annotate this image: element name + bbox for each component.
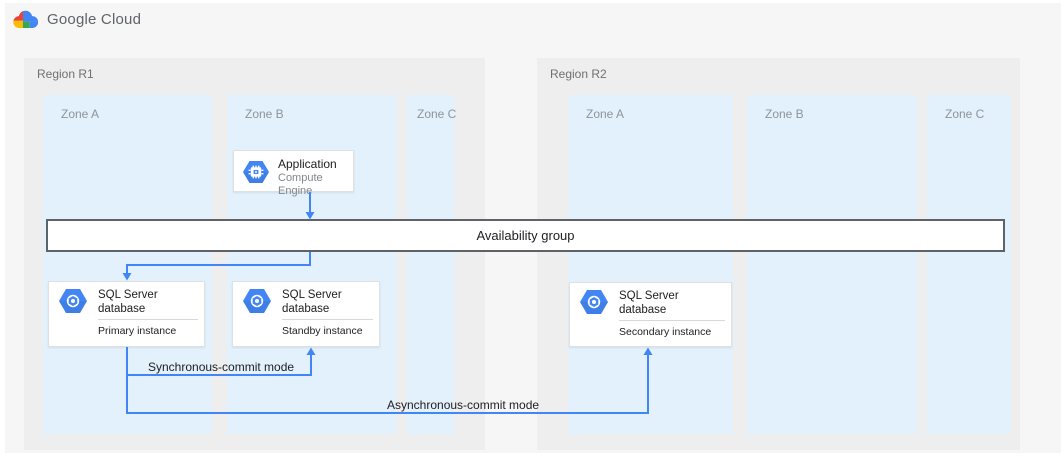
zone-r2-b: Zone B: [747, 95, 917, 434]
divider: [619, 320, 725, 321]
zone-r1-b-label: Zone B: [245, 107, 284, 121]
application-subtitle: Compute Engine: [278, 172, 323, 197]
secondary-db-title: SQL Server database: [619, 290, 679, 316]
zone-r2-a-label: Zone A: [586, 107, 625, 121]
zone-r2-c-label: Zone C: [945, 107, 985, 121]
google-cloud-logo-icon: [13, 10, 39, 28]
zone-r1-a: Zone A: [43, 95, 212, 434]
primary-db-subtitle: Primary instance: [98, 325, 177, 337]
sync-commit-label: Synchronous-commit mode: [148, 360, 295, 374]
zone-r1-c-label: Zone C: [417, 107, 457, 121]
region-r2-label: Region R2: [550, 67, 607, 81]
application-node: Application Compute Engine: [233, 150, 354, 197]
primary-db-title: SQL Server database: [98, 289, 158, 315]
zone-r1-b: Zone B: [227, 95, 396, 434]
divider: [282, 319, 373, 320]
zone-r1-a-label: Zone A: [61, 107, 100, 121]
cloud-sql-icon: [243, 289, 271, 313]
region-r1-label: Region R1: [37, 67, 94, 81]
zone-r2-a: Zone A: [568, 95, 733, 434]
standby-db-subtitle: Standby instance: [282, 325, 363, 337]
zone-r2-c: Zone C: [927, 95, 1011, 434]
availability-group-label: Availability group: [476, 228, 575, 243]
cloud-sql-icon: [580, 290, 608, 314]
primary-db-node: SQL Server database Primary instance: [48, 281, 205, 347]
divider: [98, 319, 198, 320]
standby-db-title: SQL Server database: [282, 289, 342, 315]
brand-name: Google Cloud: [47, 11, 142, 28]
availability-group-bar: Availability group: [46, 219, 1005, 252]
cloud-sql-icon: [59, 289, 87, 313]
region-r1: Region R1 Zone A Zone B Zone C: [24, 58, 485, 450]
async-commit-label: Asynchronous-commit mode: [387, 398, 540, 412]
application-title: Application: [278, 157, 337, 171]
region-r2: Region R2 Zone A Zone B Zone C: [537, 58, 1020, 450]
google-cloud-logo: Google Cloud: [12, 9, 141, 30]
compute-engine-icon: [243, 161, 269, 183]
standby-db-node: SQL Server database Standby instance: [232, 281, 380, 347]
secondary-db-subtitle: Secondary instance: [619, 326, 712, 338]
secondary-db-node: SQL Server database Secondary instance: [569, 282, 732, 347]
zone-r1-c: Zone C: [407, 95, 457, 434]
zone-r2-b-label: Zone B: [765, 107, 804, 121]
